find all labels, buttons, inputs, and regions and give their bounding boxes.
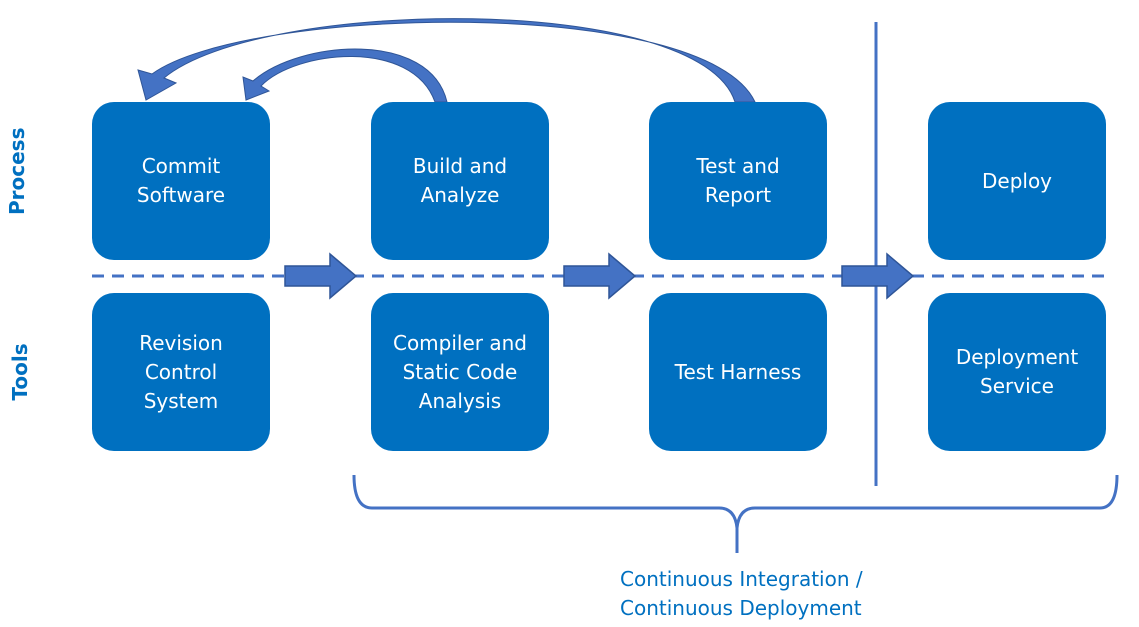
tool-revision-control-system: Revision Control System	[92, 293, 270, 451]
feedback-arrow-small	[242, 48, 448, 103]
flow-arrow-3	[841, 252, 915, 300]
tool-test-harness: Test Harness	[649, 293, 827, 451]
row-label-tools: Tools	[8, 343, 32, 401]
process-step-commit-software: Commit Software	[92, 102, 270, 260]
process-step-build-and-analyze: Build and Analyze	[371, 102, 549, 260]
ci-cd-label: Continuous Integration / Continuous Depl…	[620, 567, 863, 620]
feedback-arrow-large	[137, 18, 756, 103]
tool-deployment-service: Deployment Service	[928, 293, 1106, 451]
process-step-test-and-report: Test and Report	[649, 102, 827, 260]
flow-arrow-1	[284, 252, 358, 300]
row-label-process: Process	[5, 127, 29, 216]
ci-cd-bracket	[352, 474, 1119, 553]
process-step-deploy: Deploy	[928, 102, 1106, 260]
flow-arrow-2	[563, 252, 637, 300]
tool-compiler-static-analysis: Compiler and Static Code Analysis	[371, 293, 549, 451]
